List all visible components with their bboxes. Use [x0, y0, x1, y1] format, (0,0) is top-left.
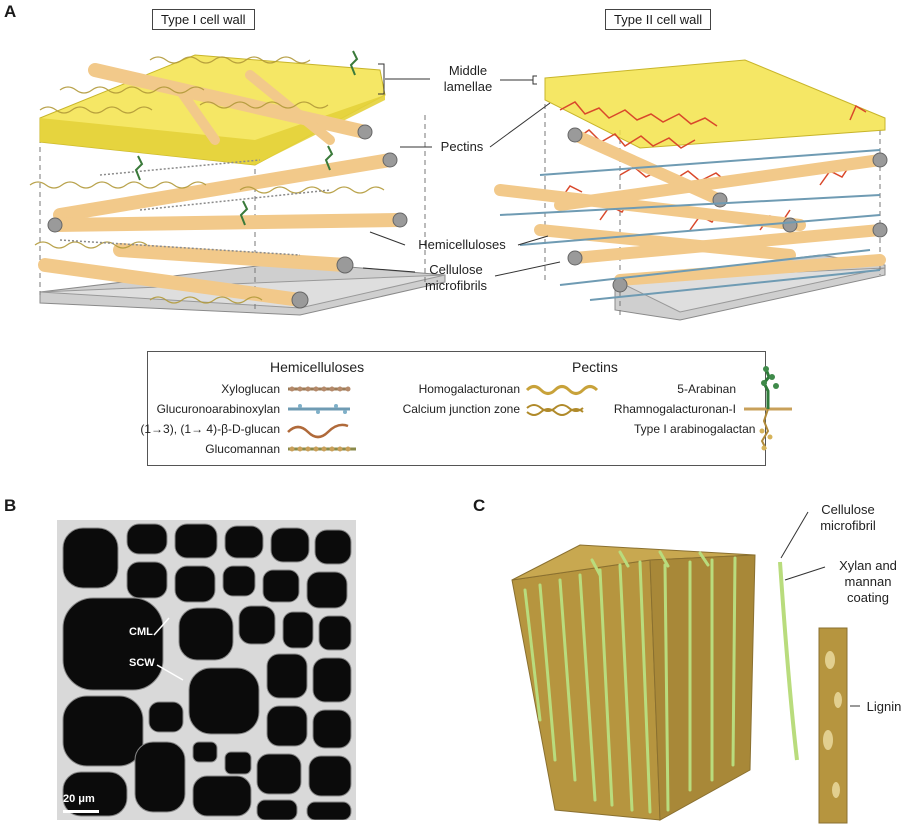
- micrograph-cells: [57, 520, 356, 820]
- legend-item-5-arabinan: 5-Arabinan: [677, 382, 736, 396]
- rg1-glyph: [744, 366, 792, 451]
- single-microfibril: [778, 561, 799, 761]
- panel-letter-c: C: [473, 496, 486, 515]
- callout-cellulose-microfibrils: Cellulose microfibrils: [424, 262, 488, 293]
- beta-glucan-glyph: [287, 423, 349, 439]
- callout-hemicelluloses: Hemicelluloses: [418, 237, 506, 252]
- legend-item-rhamnogalacturonan: Rhamnogalacturonan-I: [613, 402, 736, 416]
- callout-pectins: Pectins: [440, 139, 484, 154]
- legend-item-calcium-junction-zone: Calcium junction zone: [402, 402, 520, 416]
- legend-item-glucomannan: Glucomannan: [205, 442, 280, 456]
- callout-middle-lamellae: Middle lamellae: [443, 63, 493, 94]
- legend-heading-hemicelluloses: Hemicelluloses: [270, 359, 365, 375]
- type1-title: Type I cell wall: [152, 9, 255, 30]
- scw-label: SCW: [129, 657, 155, 669]
- micrograph-panel: CML SCW 20 μm: [57, 520, 356, 820]
- xyloglucan-glyph: [288, 386, 351, 392]
- legend-item-type1-arabinogalactan: Type I arabinogalactan: [634, 422, 756, 436]
- panel-letter-b: B: [4, 496, 17, 515]
- legend-glyphs: [287, 366, 792, 452]
- type2-cell-wall-illustration: [494, 59, 888, 321]
- legend-item-xyloglucan: Xyloglucan: [221, 382, 280, 396]
- glucomannan-glyph: [288, 446, 356, 452]
- legend-item-glucuronoarabinoxylan: Glucuronoarabinoxylan: [156, 402, 280, 416]
- lignin-callout: Lignin: [866, 699, 902, 714]
- legend-item-homogalacturonan: Homogalacturonan: [418, 382, 520, 396]
- xylan-mannan-callout: Xylan and mannan coating: [839, 558, 897, 605]
- type1-cell-wall-illustration: [29, 50, 446, 316]
- cellulose-microfibril-callout: Cellulose microfibril: [820, 502, 876, 533]
- legend-item-beta-glucan: (1→3), (1→ 4)-β-D-glucan: [140, 422, 280, 436]
- scale-bar-label: 20 μm: [63, 793, 95, 805]
- calcium-junction-glyph: [526, 404, 584, 416]
- panel-letter-a: A: [4, 2, 17, 21]
- gax-glyph: [288, 404, 350, 414]
- type2-title: Type II cell wall: [605, 9, 712, 30]
- cml-label: CML: [129, 626, 153, 638]
- callout-lines: [362, 63, 561, 277]
- legend-box: [147, 351, 766, 466]
- homogalacturonan-glyph: [525, 385, 599, 395]
- legend-heading-pectins: Pectins: [572, 359, 618, 375]
- type1-microfibrils: [38, 63, 408, 309]
